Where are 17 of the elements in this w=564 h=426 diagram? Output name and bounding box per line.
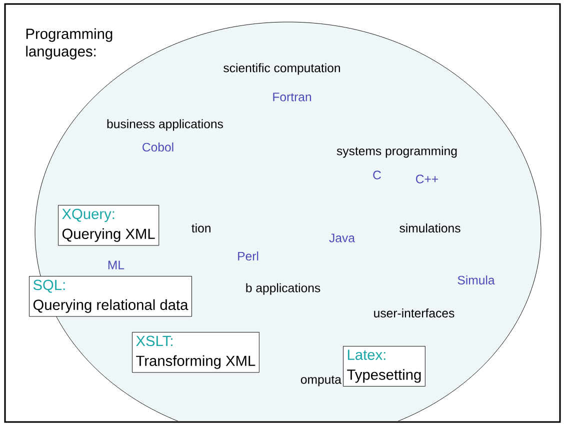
topic-label: systems programming bbox=[336, 146, 457, 158]
language-label: Fortran bbox=[273, 92, 312, 102]
topic-label: tion bbox=[192, 223, 210, 233]
language-label: Perl bbox=[238, 251, 258, 261]
topic-label: scientific computation bbox=[224, 63, 340, 75]
language-label: C bbox=[373, 170, 381, 180]
topic-label: business applications bbox=[107, 119, 223, 131]
language-label: Java bbox=[329, 234, 355, 242]
topic-label: user-interfaces bbox=[374, 308, 454, 318]
language-label: Cobol bbox=[142, 142, 174, 152]
topic-label: b applications bbox=[246, 283, 320, 295]
language-label: Simula bbox=[458, 275, 495, 285]
topic-label: omputa bbox=[300, 376, 342, 386]
language-label: C++ bbox=[416, 174, 438, 184]
title: Programming languages: bbox=[26, 28, 112, 60]
language-label: ML bbox=[108, 260, 124, 270]
topic-label: simulations bbox=[400, 223, 460, 233]
